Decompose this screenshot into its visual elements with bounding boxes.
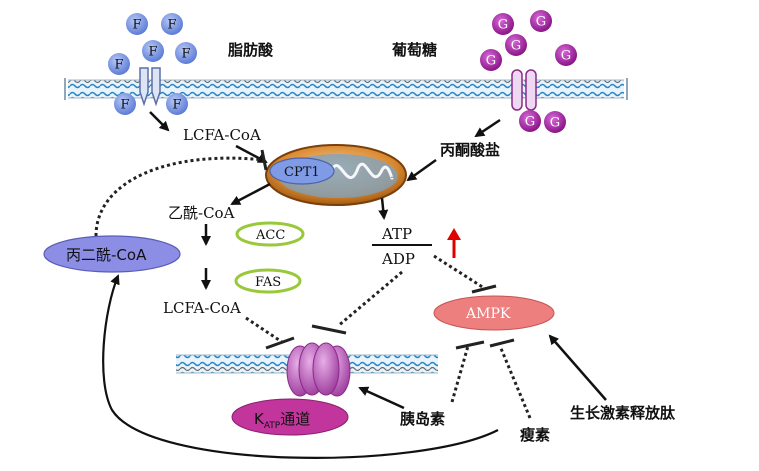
katp-k: K <box>254 410 265 428</box>
glucose-ball: G <box>492 13 514 35</box>
glucose-ball-letter: G <box>486 54 496 69</box>
cpt1-enzyme <box>269 157 335 185</box>
inhibition-lcfa-to-katp <box>245 316 283 344</box>
fatty-acid-ball-letter: F <box>167 18 176 33</box>
fatty-acid-ball: F <box>161 13 183 35</box>
katp-rest: 通道 <box>280 410 310 428</box>
leptin-label: 瘦素 <box>520 426 550 444</box>
up-arrow-icon <box>447 228 461 258</box>
fatty-acid-ball-letter: F <box>120 98 129 113</box>
glucose-ball-letter: G <box>550 116 560 131</box>
inhibition-atp-to-ampk <box>433 254 485 290</box>
fas-label: FAS <box>255 275 281 290</box>
glucose-transporter <box>511 69 537 111</box>
malonyl-coa-label: 丙二酰-CoA <box>66 246 147 264</box>
glucose-ball-letter: G <box>525 115 535 130</box>
arrow-pyruvate-to-mito <box>406 158 437 182</box>
fatty-acid-ball: F <box>142 40 164 62</box>
fatty-acid-transporter <box>139 67 161 107</box>
atp-label: ATP <box>381 225 412 243</box>
inhibition-leptin-to-ampk <box>498 345 532 419</box>
fatty-acid-ball: F <box>175 42 197 64</box>
fatty-acid-ball-letter: F <box>181 47 190 62</box>
feedback-arrow-to-malonyl <box>102 274 499 459</box>
glucose-ball-letter: G <box>561 49 571 64</box>
katp-channel-node <box>231 398 349 436</box>
ampk-label: AMPK <box>465 306 511 322</box>
glucose-ball: G <box>555 44 577 66</box>
arrow-lcfa-to-cpt1 <box>235 144 268 164</box>
katp-channel-protein <box>286 342 351 397</box>
fas-enzyme <box>234 268 302 294</box>
top-cell-membrane <box>64 78 628 100</box>
arrow-insulin-to-katp <box>358 386 405 410</box>
ampk-node <box>433 295 555 331</box>
lcfa-coa-bottom-label: LCFA-CoA <box>163 299 241 317</box>
glucose-ball: G <box>530 10 552 32</box>
lcfa-coa-top-label: LCFA-CoA <box>183 126 261 144</box>
pyruvate-label: 丙酮酸盐 <box>440 141 500 159</box>
glucose-ball: G <box>480 49 502 71</box>
fatty-acid-ball: F <box>166 93 188 115</box>
arrow-ghrelin-to-ampk <box>548 334 607 401</box>
insulin-label: 胰岛素 <box>400 410 445 428</box>
malonyl-coa-node <box>43 235 181 273</box>
fatty-acid-ball-letter: F <box>172 98 181 113</box>
glucose-ball-letter: G <box>536 15 546 30</box>
glucose-label: 葡萄糖 <box>391 41 437 59</box>
glucose-ball: G <box>544 111 566 133</box>
inhibition-insulin-to-ampk <box>450 345 470 403</box>
fatty-acid-label: 脂肪酸 <box>228 41 274 59</box>
glucose-ball: G <box>505 34 527 56</box>
arrow-mito-to-acetyl <box>230 182 271 206</box>
katp-sub: ATP <box>264 421 281 431</box>
glucose-ball-letter: G <box>498 18 508 33</box>
acc-label: ACC <box>255 228 285 243</box>
inhibition-atp-to-katp <box>337 270 403 328</box>
ghrelin-label: 生长激素释放肽 <box>570 404 676 422</box>
fatty-acid-ball: F <box>114 93 136 115</box>
fatty-acid-ball: F <box>126 13 148 35</box>
fatty-acid-ball-letter: F <box>148 45 157 60</box>
arrow-fa-to-lcfa <box>149 111 170 132</box>
acc-enzyme <box>235 221 305 247</box>
cpt1-label: CPT1 <box>284 165 320 180</box>
fatty-acid-ball-letter: F <box>114 58 123 73</box>
katp-channel-label: KATP通道 <box>254 410 310 431</box>
fatty-acid-ball: F <box>108 53 130 75</box>
glucose-ball-letter: G <box>511 39 521 54</box>
glucose-ball: G <box>519 110 541 132</box>
arrow-glucose-to-pyruvate <box>474 118 501 138</box>
fatty-acid-ball-letter: F <box>132 18 141 33</box>
acetyl-coa-label: 乙酰-CoA <box>168 204 235 222</box>
inhibition-malonyl-to-cpt1 <box>94 156 265 237</box>
arrow-mito-to-atp <box>378 197 389 220</box>
adp-label: ADP <box>381 250 415 268</box>
